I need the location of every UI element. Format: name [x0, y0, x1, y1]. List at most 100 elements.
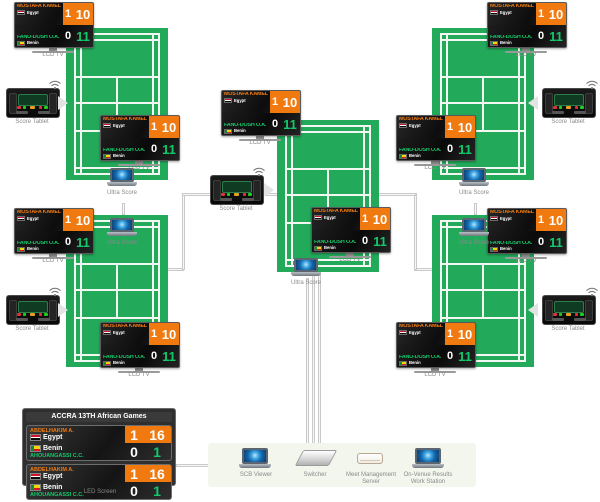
- meet-management-server-caption-line2: Server: [362, 479, 380, 485]
- score-tablet[interactable]: [6, 295, 60, 325]
- led-row-player-a: ABDELHAKIM A. Egypt 1 16: [27, 426, 171, 443]
- laptop-keyboard: [238, 463, 272, 469]
- lcd-tv-caption: LCD TV: [424, 165, 446, 171]
- score-tablet[interactable]: [542, 88, 596, 118]
- laptop-keyboard: [107, 182, 137, 187]
- tv-player-a-nation: Egypt: [27, 215, 39, 221]
- tv-player-a-sets: 1: [63, 209, 73, 231]
- led-player-b-name: AHOUANGASSI C.C.: [30, 491, 84, 498]
- tv-player-a-sets: 1: [149, 323, 159, 345]
- score-tablet[interactable]: [542, 295, 596, 325]
- tv-player-a-name: MOSTAFA KAMEL M.: [17, 4, 61, 9]
- score-tablet[interactable]: [6, 88, 60, 118]
- laptop-keyboard: [291, 272, 321, 277]
- switcher-device[interactable]: [294, 450, 338, 466]
- tv-player-a-points: 10: [546, 209, 566, 231]
- led-player-a-name: ABDELHAKIM A.: [30, 427, 74, 434]
- meet-management-server-caption-line1: Meet Management: [345, 472, 397, 478]
- laptop-screen: [415, 448, 441, 464]
- tv-player-b-name: FANO-DOSH O.A.: [490, 240, 533, 246]
- cable-segment: [122, 203, 125, 215]
- flag-egypt-icon: [30, 434, 41, 441]
- switcher-caption: Switcher: [303, 472, 327, 478]
- flag-benin-icon: [490, 247, 498, 252]
- led-player-a-nation: Egypt: [43, 433, 63, 441]
- tv-player-a-sets: 1: [149, 116, 159, 138]
- tv-player-b-nation: Benin: [500, 40, 512, 46]
- ovr-workstation-laptop[interactable]: [411, 448, 445, 470]
- ultra-score-caption: Ultra Score: [106, 240, 137, 246]
- tv-player-a-nation: Egypt: [113, 122, 125, 128]
- ultra-score-caption: Ultra Score: [290, 280, 321, 286]
- led-player-a-name: ABDELHAKIM A.: [30, 466, 74, 473]
- tv-player-b-points: 11: [76, 234, 90, 250]
- ultra-score-laptop[interactable]: [459, 218, 489, 238]
- tv-player-a-name: MOSTAFA KAMEL M.: [224, 92, 268, 97]
- ultra-score-laptop[interactable]: [107, 168, 137, 188]
- tv-player-a-nation: Egypt: [27, 9, 39, 15]
- led-player-a-points: 16: [143, 426, 171, 443]
- tv-player-b-sets: 0: [537, 30, 545, 42]
- led-player-a-points: 16: [143, 465, 171, 482]
- meet-management-server[interactable]: [357, 453, 383, 464]
- tv-player-b-nation: Benin: [409, 360, 421, 366]
- cable-segment: [182, 193, 185, 270]
- lcd-tv-caption: LCD TV: [42, 258, 64, 264]
- tv-player-a-sets: 1: [445, 323, 455, 345]
- tv-player-b-nation: Benin: [113, 360, 125, 366]
- tv-player-b-name: FANO-DOSH O.A.: [314, 239, 357, 245]
- flag-egypt-icon: [224, 98, 232, 104]
- laptop-screen: [294, 258, 318, 273]
- tv-player-b-name: FANO-DOSH O.A.: [17, 240, 60, 246]
- tv-player-b-points: 11: [162, 141, 176, 157]
- tv-player-b-name: FANO-DOSH O.A.: [399, 354, 442, 360]
- ultra-score-laptop[interactable]: [291, 258, 321, 278]
- lcd-tv-caption: LCD TV: [249, 140, 271, 146]
- lcd-tv-caption: LCD TV: [339, 257, 361, 263]
- ultra-score-laptop[interactable]: [459, 168, 489, 188]
- cable-segment: [474, 203, 477, 215]
- ultra-score-caption: Ultra Score: [458, 190, 489, 196]
- score-tablet[interactable]: [210, 175, 264, 205]
- tv-player-a-points: 10: [455, 116, 475, 138]
- flag-benin-icon: [103, 361, 111, 366]
- led-player-a-nation: Egypt: [43, 472, 63, 480]
- tv-player-a-points: 10: [159, 323, 179, 345]
- led-player-b-points: 1: [153, 482, 161, 499]
- lcd-tv-caption: LCD TV: [128, 165, 150, 171]
- tv-player-b-points: 11: [458, 141, 472, 157]
- ultra-score-laptop[interactable]: [107, 218, 137, 238]
- led-player-b-sets: 0: [130, 482, 138, 499]
- tv-player-a-name: MOSTAFA KAMEL M.: [399, 324, 443, 329]
- led-screen[interactable]: ACCRA 13TH African Games ABDELHAKIM A. E…: [22, 408, 176, 500]
- led-match-board: ABDELHAKIM A. Egypt 1 16 Benin AHOUANGAS…: [26, 464, 172, 500]
- laptop-keyboard: [107, 232, 137, 237]
- tv-player-a-nation: Egypt: [500, 215, 512, 221]
- tv-player-b-points: 11: [549, 234, 563, 250]
- tv-player-a-name: MOSTAFA KAMEL M.: [490, 4, 534, 9]
- led-screen-caption: LED Screen: [83, 489, 117, 495]
- led-player-a-sets: 1: [125, 465, 143, 482]
- tv-player-a-points: 10: [455, 323, 475, 345]
- score-tablet-caption: Score Tablet: [551, 119, 585, 125]
- tv-player-a-nation: Egypt: [500, 9, 512, 15]
- tv-player-b-sets: 0: [64, 236, 72, 248]
- scb-viewer-laptop[interactable]: [238, 448, 272, 470]
